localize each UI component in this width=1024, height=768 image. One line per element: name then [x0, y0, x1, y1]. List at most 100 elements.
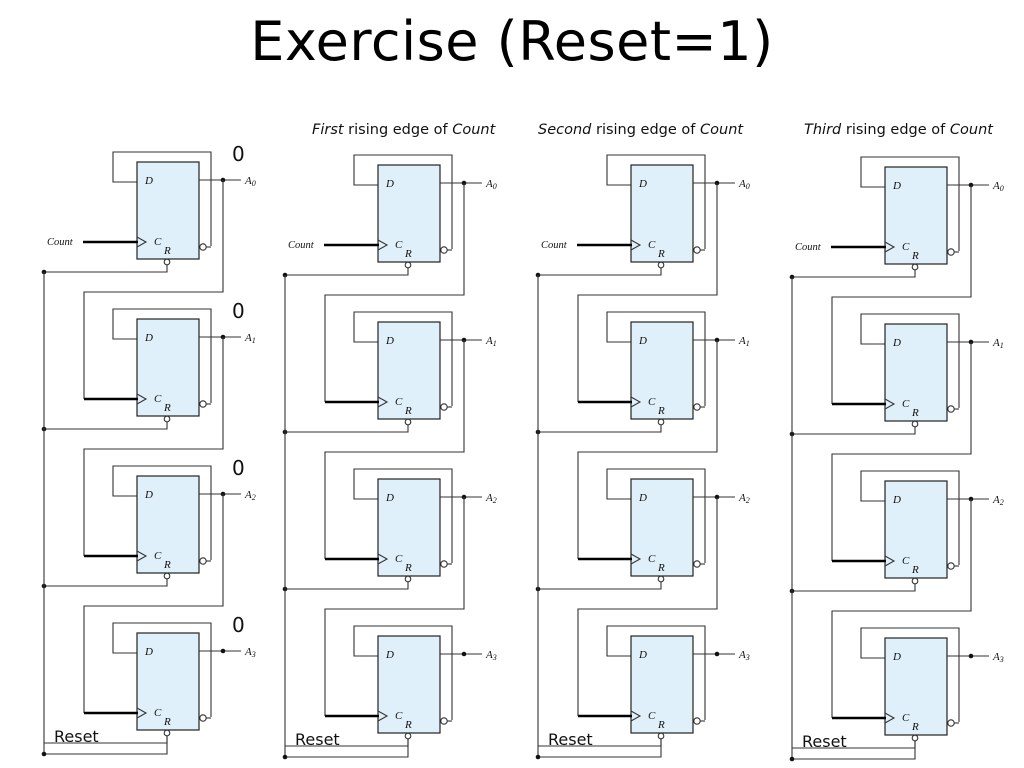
feedback-wire	[606, 625, 706, 720]
reset-bubble	[163, 572, 171, 580]
output-label-a0: A0	[485, 178, 497, 191]
output-subscript: 2	[746, 496, 750, 505]
q-output-junction	[968, 653, 974, 659]
d-input-label: D	[892, 180, 901, 192]
initial-value-a3: 0	[232, 613, 245, 637]
reset-bubble	[657, 418, 665, 426]
q-bar-bubble	[947, 719, 955, 727]
reset-bubble	[657, 261, 665, 269]
caption-third-edge: Third rising edge of Count	[804, 122, 993, 138]
reset-branch-wire	[792, 584, 916, 592]
d-input-label: D	[144, 646, 153, 658]
reset-input-label: R	[657, 719, 665, 731]
ripple-clock-wire	[577, 340, 718, 559]
q-bar-bubble	[693, 560, 701, 568]
q-bar-bubble	[199, 243, 207, 251]
feedback-wire	[860, 627, 960, 722]
d-input-label: D	[892, 337, 901, 349]
d-input-label: D	[385, 492, 394, 504]
reset-bubble	[404, 575, 412, 583]
q-bar-bubble	[440, 717, 448, 725]
d-input-label: D	[638, 178, 647, 190]
ripple-clock-wire	[324, 340, 465, 559]
reset-label: Reset	[54, 727, 99, 746]
clock-input-label: C	[395, 553, 403, 565]
reset-branch-wire	[792, 270, 916, 278]
clock-triangle	[884, 555, 896, 567]
clock-input-label: C	[902, 712, 910, 724]
output-subscript: 0	[493, 182, 497, 191]
feedback-wire	[606, 468, 706, 563]
q-bar-bubble	[693, 717, 701, 725]
reset-input-label: R	[911, 407, 919, 419]
count-label: Count	[541, 240, 568, 251]
reset-input-label: R	[404, 719, 412, 731]
output-label-a2: A2	[992, 494, 1004, 507]
clock-input-label: C	[154, 393, 162, 405]
feedback-wire	[606, 311, 706, 406]
output-label-a2: A2	[485, 492, 497, 505]
output-label-a3: A3	[485, 649, 497, 662]
output-label-a1: A1	[992, 337, 1004, 350]
reset-label: Reset	[548, 730, 593, 749]
reset-bubble	[911, 734, 919, 742]
d-input-label: D	[892, 494, 901, 506]
ripple-clock-wire	[831, 185, 972, 404]
reset-branch-wire	[44, 265, 168, 273]
flip-flop-box	[136, 318, 200, 417]
reset-bubble	[911, 577, 919, 585]
flip-flop-box	[630, 164, 694, 263]
reset-bubble	[163, 415, 171, 423]
output-subscript: 1	[493, 339, 497, 348]
reset-bus-junction	[41, 751, 47, 757]
clock-triangle	[377, 239, 389, 251]
flip-flop-stage-3: D C R A3	[285, 497, 497, 747]
clock-triangle	[136, 236, 148, 248]
output-label-a2: A2	[738, 492, 750, 505]
initial-value-a2: 0	[232, 456, 245, 480]
reset-branch-wire	[538, 582, 662, 590]
q-bar-bubble	[199, 714, 207, 722]
d-input-label: D	[385, 178, 394, 190]
flip-flop-box	[884, 637, 948, 736]
output-label-a1: A1	[485, 335, 497, 348]
clock-input-label: C	[395, 396, 403, 408]
feedback-wire	[353, 468, 453, 563]
flip-flop-box	[136, 161, 200, 260]
flip-flop-box	[884, 323, 948, 422]
output-subscript: 0	[746, 182, 750, 191]
count-label: Count	[47, 237, 74, 248]
reset-input-label: R	[911, 721, 919, 733]
clock-input-label: C	[648, 239, 656, 251]
clock-triangle	[377, 396, 389, 408]
clock-triangle	[630, 553, 642, 565]
ripple-clock-wire	[83, 494, 224, 713]
d-input-label: D	[385, 649, 394, 661]
q-bar-bubble	[199, 557, 207, 565]
reset-bubble	[657, 732, 665, 740]
feedback-wire	[112, 622, 212, 717]
clock-triangle	[630, 396, 642, 408]
reset-bubble	[657, 575, 665, 583]
reset-bubble	[911, 263, 919, 271]
count-label: Count	[795, 242, 822, 253]
output-label-a0: A0	[738, 178, 750, 191]
clock-triangle	[630, 239, 642, 251]
reset-branch-wire	[538, 425, 662, 433]
reset-input-label: R	[404, 405, 412, 417]
reset-input-label: R	[657, 405, 665, 417]
output-subscript: 3	[999, 655, 1004, 664]
reset-branch-wire	[792, 427, 916, 435]
feedback-wire	[606, 154, 706, 249]
clock-input-label: C	[154, 550, 162, 562]
d-input-label: D	[638, 335, 647, 347]
